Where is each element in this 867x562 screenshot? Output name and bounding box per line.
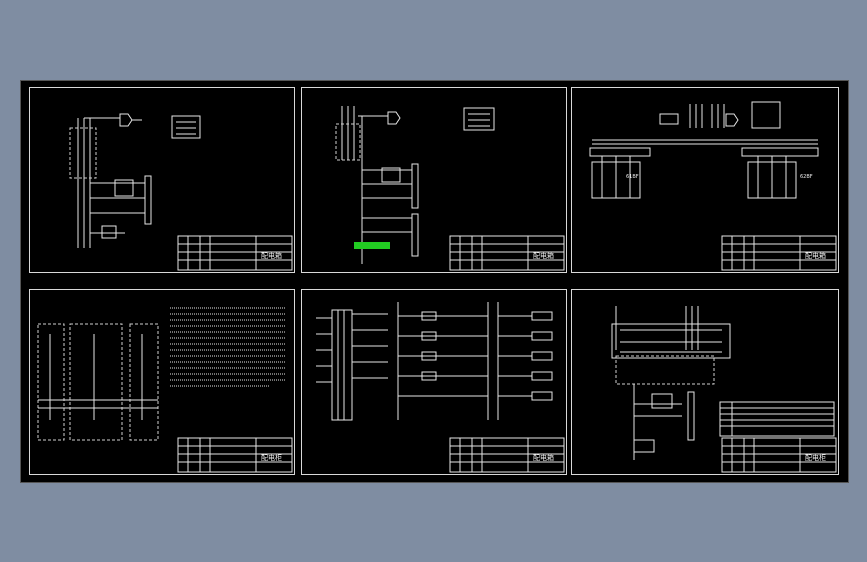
panel-6-tb-stamp: 配电柜 bbox=[805, 453, 826, 462]
panel-1: 配电箱 bbox=[29, 87, 295, 273]
panel-6: 配电柜 bbox=[571, 289, 839, 475]
panel-5-tb-stamp: 配电箱 bbox=[533, 453, 554, 462]
panel-4: 配电柜 bbox=[29, 289, 295, 475]
panel-3: 61BF 62BF 配电箱 bbox=[571, 87, 839, 273]
panel-6-drawing: 配电柜 bbox=[611, 306, 837, 473]
panel-5-drawing: 配电箱 bbox=[316, 302, 565, 473]
panel-3-drawing: 61BF 62BF 配电箱 bbox=[589, 101, 837, 271]
drawing-sheet: 配电箱 bbox=[20, 80, 849, 483]
panel-2-drawing: 配电箱 bbox=[335, 106, 565, 271]
panel-2: 配电箱 bbox=[301, 87, 567, 273]
panel-2-tb-stamp: 配电箱 bbox=[533, 251, 554, 260]
panel-4-tb-stamp: 配电柜 bbox=[261, 453, 282, 462]
panel-4-drawing: 配电柜 bbox=[37, 307, 293, 473]
label-61bf: 61BF bbox=[626, 174, 639, 180]
panel-5: 配电箱 bbox=[301, 289, 567, 475]
panel-3-tb-stamp: 配电箱 bbox=[805, 251, 826, 260]
highlight-bar bbox=[354, 242, 390, 249]
notes-block bbox=[170, 307, 286, 387]
panel-1-tb-stamp: 配电箱 bbox=[261, 251, 282, 260]
panel-1-drawing: 配电箱 bbox=[69, 113, 293, 271]
label-62bf: 62BF bbox=[800, 174, 813, 180]
